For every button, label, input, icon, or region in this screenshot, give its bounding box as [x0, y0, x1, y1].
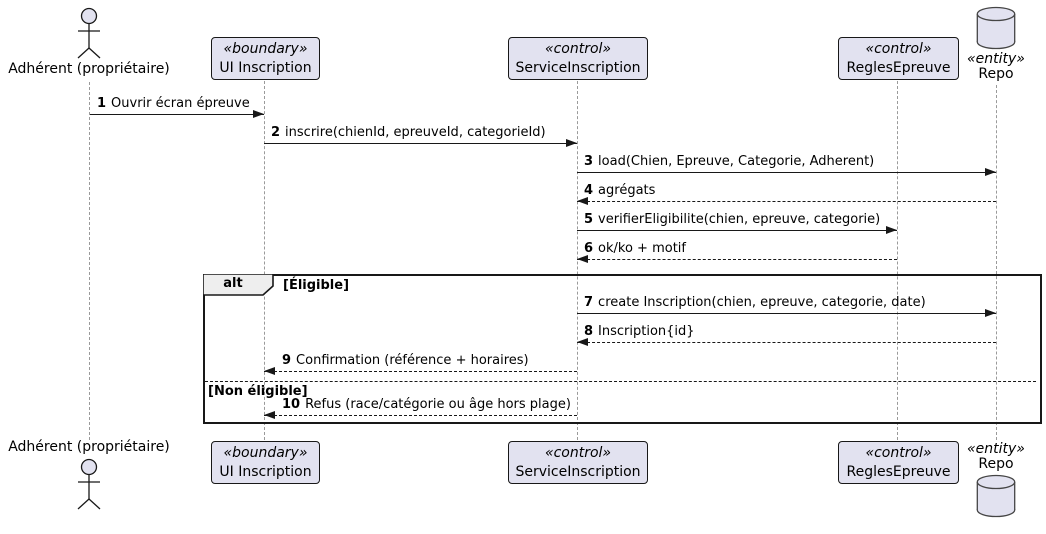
message-line-2: [264, 143, 577, 144]
lifeline-regles-epreuve: [897, 81, 898, 440]
lifeline-repo: [996, 85, 997, 440]
message-line-9: [264, 371, 577, 372]
database-icon: [976, 6, 1016, 50]
participant-name: ServiceInscription: [515, 463, 641, 480]
participant-regles-epreuve-top: «control» ReglesEpreuve: [838, 37, 959, 80]
arrowhead-right: [253, 110, 264, 118]
stereotype-label: «control»: [544, 40, 612, 57]
stereotype-label: «control»: [865, 444, 932, 461]
participant-regles-epreuve-bottom: «control» ReglesEpreuve: [838, 441, 959, 484]
entity-stereotype: «entity»: [967, 51, 1025, 67]
message-label-3: 3 load(Chien, Epreuve, Categorie, Adheren…: [584, 154, 874, 170]
message-label-9: 9 Confirmation (référence + horaires): [282, 353, 529, 369]
participant-service-inscription-bottom: «control» ServiceInscription: [508, 441, 648, 484]
guard-not-eligible: [Non éligible]: [208, 384, 308, 399]
arrowhead-left: [264, 367, 275, 375]
message-label-5: 5 verifierEligibilite(chien, epreuve, cat…: [584, 212, 880, 228]
message-line-5: [577, 230, 897, 231]
arrowhead-right: [985, 309, 996, 317]
stereotype-label: «boundary»: [223, 444, 308, 461]
alt-operator-shape: [203, 274, 274, 296]
message-text: Confirmation (référence + horaires): [296, 353, 529, 368]
guard-eligible: [Éligible]: [283, 278, 350, 293]
participant-name: UI Inscription: [219, 59, 312, 76]
message-label-4: 4 agrégats: [584, 183, 655, 199]
stereotype-label: «boundary»: [223, 40, 308, 57]
entity-stereotype-bottom: «entity»: [967, 441, 1025, 457]
participant-name: ServiceInscription: [515, 59, 641, 76]
participant-ui-inscription-bottom: «boundary» UI Inscription: [211, 441, 320, 484]
message-number: 3: [584, 154, 594, 169]
message-number: 9: [282, 353, 292, 368]
message-number: 8: [584, 324, 594, 339]
actor-icon-bottom: [77, 458, 101, 510]
message-line-6: [577, 259, 897, 260]
message-label-8: 8 Inscription{id}: [584, 324, 695, 340]
message-number: 2: [271, 125, 281, 140]
alt-fragment: alt [Éligible] [Non éligible]: [203, 274, 1042, 424]
entity-name: Repo: [978, 66, 1014, 82]
lifeline-ui-inscription: [264, 81, 265, 440]
message-label-1: 1 Ouvrir écran épreuve: [97, 96, 250, 112]
arrowhead-left: [264, 411, 275, 419]
message-text: load(Chien, Epreuve, Categorie, Adherent…: [598, 154, 875, 169]
message-line-7: [577, 313, 996, 314]
message-text: Refus (race/catégorie ou âge hors plage): [305, 397, 571, 412]
participant-service-inscription-top: «control» ServiceInscription: [508, 37, 648, 80]
participant-name: ReglesEpreuve: [846, 463, 951, 480]
lifeline-actor: [89, 82, 90, 440]
message-text: agrégats: [598, 183, 656, 198]
message-text: Inscription{id}: [598, 324, 695, 339]
message-text: verifierEligibilite(chien, epreuve, cate…: [598, 212, 881, 227]
message-number: 1: [97, 96, 107, 111]
message-line-4: [577, 201, 996, 202]
arrowhead-left: [577, 255, 588, 263]
message-line-1: [90, 114, 264, 115]
message-number: 5: [584, 212, 594, 227]
message-label-2: 2 inscrire(chienId, epreuveId, categorieI…: [271, 125, 546, 141]
message-number: 4: [584, 183, 594, 198]
fragment-divider: [205, 381, 1036, 382]
participant-name: ReglesEpreuve: [846, 59, 951, 76]
actor-icon: [77, 7, 101, 59]
participant-name: UI Inscription: [219, 463, 312, 480]
message-label-10: 10 Refus (race/catégorie ou âge hors plag…: [282, 397, 571, 413]
message-text: ok/ko + motif: [598, 241, 686, 256]
arrowhead-right: [985, 168, 996, 176]
actor-label-bottom: Adhérent (propriétaire): [8, 439, 170, 455]
message-line-3: [577, 172, 996, 173]
message-text: inscrire(chienId, epreuveId, categorieId…: [285, 125, 546, 140]
message-label-7: 7 create Inscription(chien, epreuve, cate…: [584, 295, 926, 311]
arrowhead-left: [577, 197, 588, 205]
message-label-6: 6 ok/ko + motif: [584, 241, 686, 257]
database-icon-bottom: [976, 474, 1016, 518]
participant-ui-inscription-top: «boundary» UI Inscription: [211, 37, 320, 80]
message-number: 10: [282, 397, 301, 412]
arrowhead-right: [886, 226, 897, 234]
message-line-10: [264, 415, 577, 416]
stereotype-label: «control»: [544, 444, 612, 461]
message-number: 7: [584, 295, 594, 310]
alt-operator-label: alt: [223, 276, 243, 291]
arrowhead-left: [577, 338, 588, 346]
message-line-8: [577, 342, 996, 343]
arrowhead-right: [566, 139, 577, 147]
message-number: 6: [584, 241, 594, 256]
message-text: create Inscription(chien, epreuve, categ…: [598, 295, 926, 310]
actor-label: Adhérent (propriétaire): [8, 61, 170, 77]
stereotype-label: «control»: [865, 40, 932, 57]
message-text: Ouvrir écran épreuve: [111, 96, 250, 111]
entity-name-bottom: Repo: [978, 456, 1014, 472]
